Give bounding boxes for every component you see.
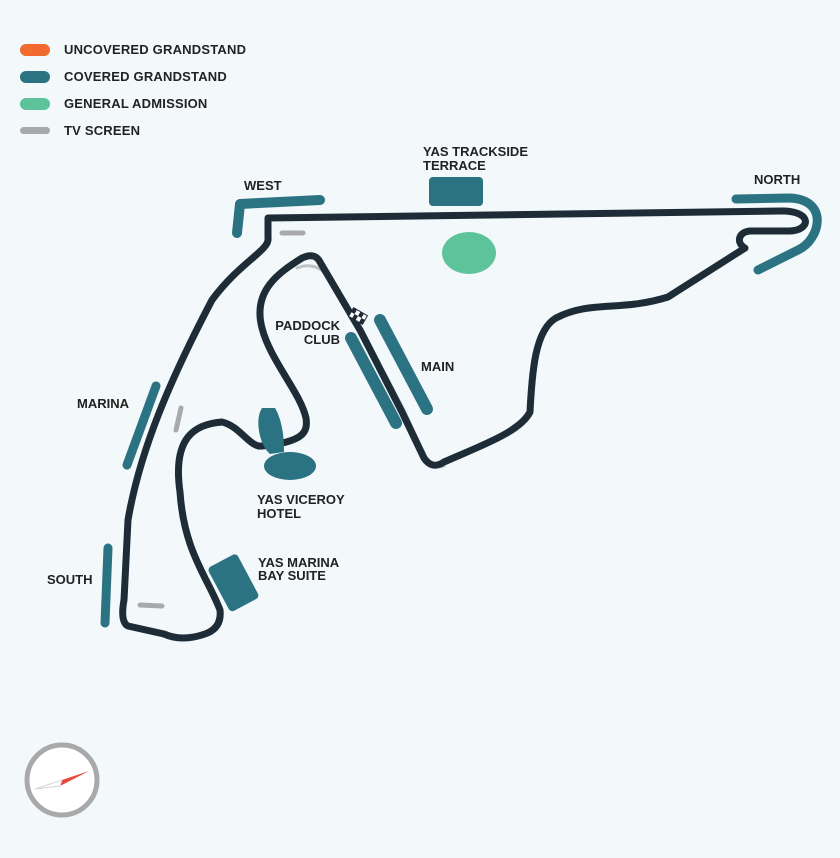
- label-marina: MARINA: [77, 396, 130, 411]
- paddock-club-grandstand: [345, 332, 402, 429]
- general-admission-area: [442, 232, 496, 274]
- label-bay-line2: BAY SUITE: [258, 568, 326, 583]
- label-paddock-line1: PADDOCK: [275, 318, 340, 333]
- uncovered-grandstand-swatch-icon: [20, 43, 50, 56]
- main-grandstand: [374, 314, 433, 415]
- label-south: SOUTH: [47, 572, 93, 587]
- legend-item-general-admission: GENERAL ADMISSION: [20, 90, 246, 117]
- label-trackside-line2: TERRACE: [423, 158, 486, 173]
- legend-item-tv-screen: TV SCREEN: [20, 117, 246, 144]
- tv-screen-south: [137, 602, 165, 609]
- label-west: WEST: [244, 178, 282, 193]
- race-track: [119, 207, 809, 642]
- legend-label: COVERED GRANDSTAND: [64, 69, 227, 84]
- label-north: NORTH: [754, 172, 800, 187]
- yas-viceroy-hotel: [258, 408, 316, 480]
- legend-label: UNCOVERED GRANDSTAND: [64, 42, 247, 57]
- yas-marina-bay-suite-grandstand: [208, 554, 259, 612]
- label-main: MAIN: [421, 359, 454, 374]
- yas-trackside-terrace-grandstand: [429, 177, 483, 206]
- label-viceroy-line1: YAS VICEROY: [257, 492, 345, 507]
- south-grandstand: [100, 543, 113, 628]
- legend: UNCOVERED GRANDSTAND COVERED GRANDSTAND …: [20, 36, 246, 144]
- legend-label: TV SCREEN: [64, 123, 141, 138]
- legend-item-covered: COVERED GRANDSTAND: [20, 63, 246, 90]
- label-trackside-line1: YAS TRACKSIDE: [423, 144, 528, 159]
- covered-grandstand-swatch-icon: [20, 70, 50, 83]
- marina-grandstand: [122, 381, 161, 470]
- legend-item-uncovered: UNCOVERED GRANDSTAND: [20, 36, 246, 63]
- general-admission-swatch-icon: [20, 97, 50, 110]
- label-paddock-line2: CLUB: [304, 332, 340, 347]
- checkered-flag-icon: [347, 306, 369, 326]
- label-bay-line1: YAS MARINA: [258, 555, 340, 570]
- tv-screen-marina: [173, 405, 184, 433]
- compass-icon: [24, 742, 100, 818]
- north-grandstand: [731, 193, 822, 275]
- label-viceroy-line2: HOTEL: [257, 506, 301, 521]
- legend-label: GENERAL ADMISSION: [64, 96, 208, 111]
- tv-screen-swatch-icon: [20, 127, 50, 134]
- west-grandstand: [232, 195, 325, 238]
